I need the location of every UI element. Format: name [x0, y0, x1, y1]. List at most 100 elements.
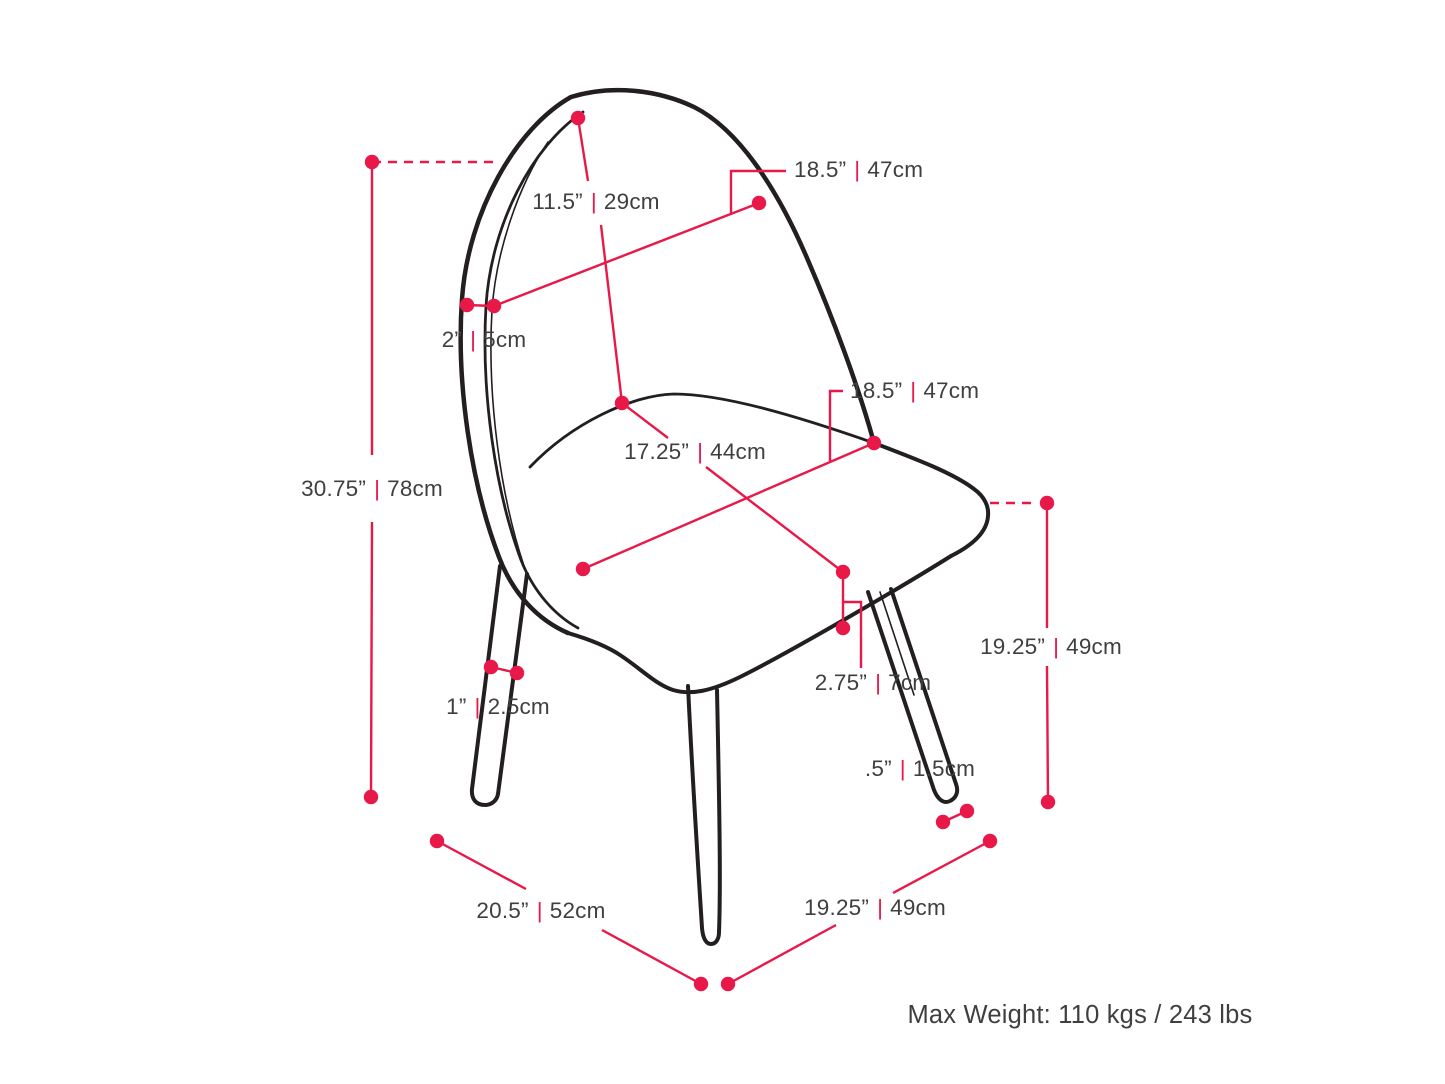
cm-value: 78cm — [387, 476, 443, 501]
dimension-line — [621, 402, 844, 573]
dimension-dot — [866, 435, 882, 451]
backrest-inner-highlight — [490, 141, 549, 567]
unit-divider: | — [875, 670, 881, 695]
dim-label-seat-depth: 17.25” | 44cm — [624, 439, 766, 464]
cm-value: 49cm — [890, 895, 946, 920]
dim-label-seat-height: 19.25” | 49cm — [980, 634, 1122, 659]
inch-value: 1” — [446, 694, 466, 719]
dim-overall-height: 30.75” | 78cm — [301, 154, 493, 805]
dimension-line — [436, 839, 702, 986]
dimension-dot — [720, 976, 736, 992]
inch-value: 20.5” — [476, 898, 528, 923]
dimension-dot — [509, 665, 525, 681]
cm-value: 29cm — [604, 189, 660, 214]
cm-value: 49cm — [1066, 634, 1122, 659]
unit-divider: | — [537, 898, 543, 923]
dim-label-foot-height: .5” | 1.5cm — [865, 756, 975, 781]
cm-value: 52cm — [550, 898, 606, 923]
dim-backrest-width: 18.5” | 47cm — [493, 157, 923, 308]
dimension-dot — [835, 620, 851, 636]
leader-bracket — [828, 389, 843, 461]
unit-divider: | — [1053, 634, 1059, 659]
dim-label-backrest-thickness: 2” | 5cm — [442, 327, 527, 352]
cm-value: 2.5cm — [488, 694, 550, 719]
unit-divider: | — [591, 189, 597, 214]
dim-label-seat-width: 18.5”|47cm — [850, 378, 979, 403]
inch-value: 19.25” — [980, 634, 1045, 659]
dim-label-overall-height: 30.75” | 78cm — [301, 476, 443, 501]
dim-backrest-height: 11.5” | 29cm — [532, 110, 660, 411]
unit-divider: | — [854, 157, 860, 182]
dimension-dot — [486, 298, 502, 314]
inch-value: 11.5” — [532, 189, 583, 214]
cm-value: 47cm — [867, 157, 923, 182]
leader-bracket — [843, 600, 863, 668]
dimension-line — [727, 839, 991, 986]
dimension-dot — [429, 833, 445, 849]
cm-value: 7cm — [888, 670, 931, 695]
dimension-dot — [483, 659, 499, 675]
cm-value: 5cm — [483, 327, 526, 352]
dimension-line — [493, 201, 760, 308]
dim-label-base-width: 19.25” | 49cm — [804, 895, 946, 920]
inch-value: 30.75” — [301, 476, 366, 501]
dimension-dot — [959, 803, 975, 819]
dim-foot-height: .5” | 1.5cm — [865, 756, 975, 830]
inch-value: 19.25” — [804, 895, 869, 920]
unit-divider: | — [900, 756, 906, 781]
rear-left-leg — [469, 564, 529, 807]
seat-top-edge — [528, 392, 876, 469]
dimension-line — [576, 117, 624, 404]
chair-drawing — [458, 87, 991, 946]
front-leg — [686, 684, 722, 946]
unit-divider: | — [475, 694, 481, 719]
right-leg-inner-highlight — [879, 591, 915, 696]
seat-bottom-edge — [566, 554, 953, 695]
leader-bracket — [729, 169, 786, 214]
cm-value: 1.5cm — [913, 756, 975, 781]
dimension-dot — [459, 297, 475, 313]
dim-label-base-depth: 20.5” | 52cm — [476, 898, 605, 923]
backrest-inner-edge — [483, 110, 585, 630]
inch-value: .5” — [865, 756, 892, 781]
dim-seat-thickness: 2.75” | 7cm — [815, 572, 931, 695]
inch-value: 17.25” — [624, 439, 689, 464]
max-weight-note: Max Weight: 110 kgs / 243 lbs — [907, 1001, 1252, 1029]
unit-divider: | — [697, 439, 703, 464]
dimension-dot — [1039, 495, 1055, 511]
seat-right-edge — [872, 441, 991, 558]
unit-divider: | — [910, 378, 916, 403]
dim-seat-width: 18.5”|47cm — [575, 378, 979, 577]
dimension-dot — [982, 833, 998, 849]
dim-label-leg-width: 1” | 2.5cm — [446, 694, 550, 719]
dim-leg-width: 1” | 2.5cm — [446, 659, 550, 719]
dimension-line — [1045, 503, 1050, 803]
backrest-outer-edge — [458, 87, 877, 636]
dimension-dot — [1040, 794, 1056, 810]
dim-label-backrest-width: 18.5” | 47cm — [794, 157, 923, 182]
dimension-dot — [935, 814, 951, 830]
dim-label-seat-thickness: 2.75” | 7cm — [815, 670, 931, 695]
dimension-line — [369, 162, 374, 798]
dim-seat-depth: 17.25” | 44cm — [621, 402, 851, 580]
unit-divider: | — [470, 327, 476, 352]
inch-value: 18.5” — [794, 157, 846, 182]
inch-value: 2.75” — [815, 670, 867, 695]
dimension-dot — [575, 561, 591, 577]
right-leg — [866, 587, 960, 804]
dimension-dot — [570, 110, 586, 126]
dim-base-width: 19.25” | 49cm — [720, 833, 998, 992]
dim-label-backrest-height: 11.5” | 29cm — [532, 189, 660, 214]
dimension-dot — [693, 976, 709, 992]
inch-value: 2” — [442, 327, 462, 352]
unit-divider: | — [877, 895, 883, 920]
dimension-dot — [751, 195, 767, 211]
cm-value: 44cm — [710, 439, 766, 464]
dimension-dot — [364, 154, 380, 170]
unit-divider: | — [374, 476, 380, 501]
dimension-dot — [363, 789, 379, 805]
dim-base-depth: 20.5” | 52cm — [429, 833, 709, 992]
dim-backrest-thickness: 2” | 5cm — [442, 297, 527, 352]
inch-value: 18.5” — [850, 378, 902, 403]
